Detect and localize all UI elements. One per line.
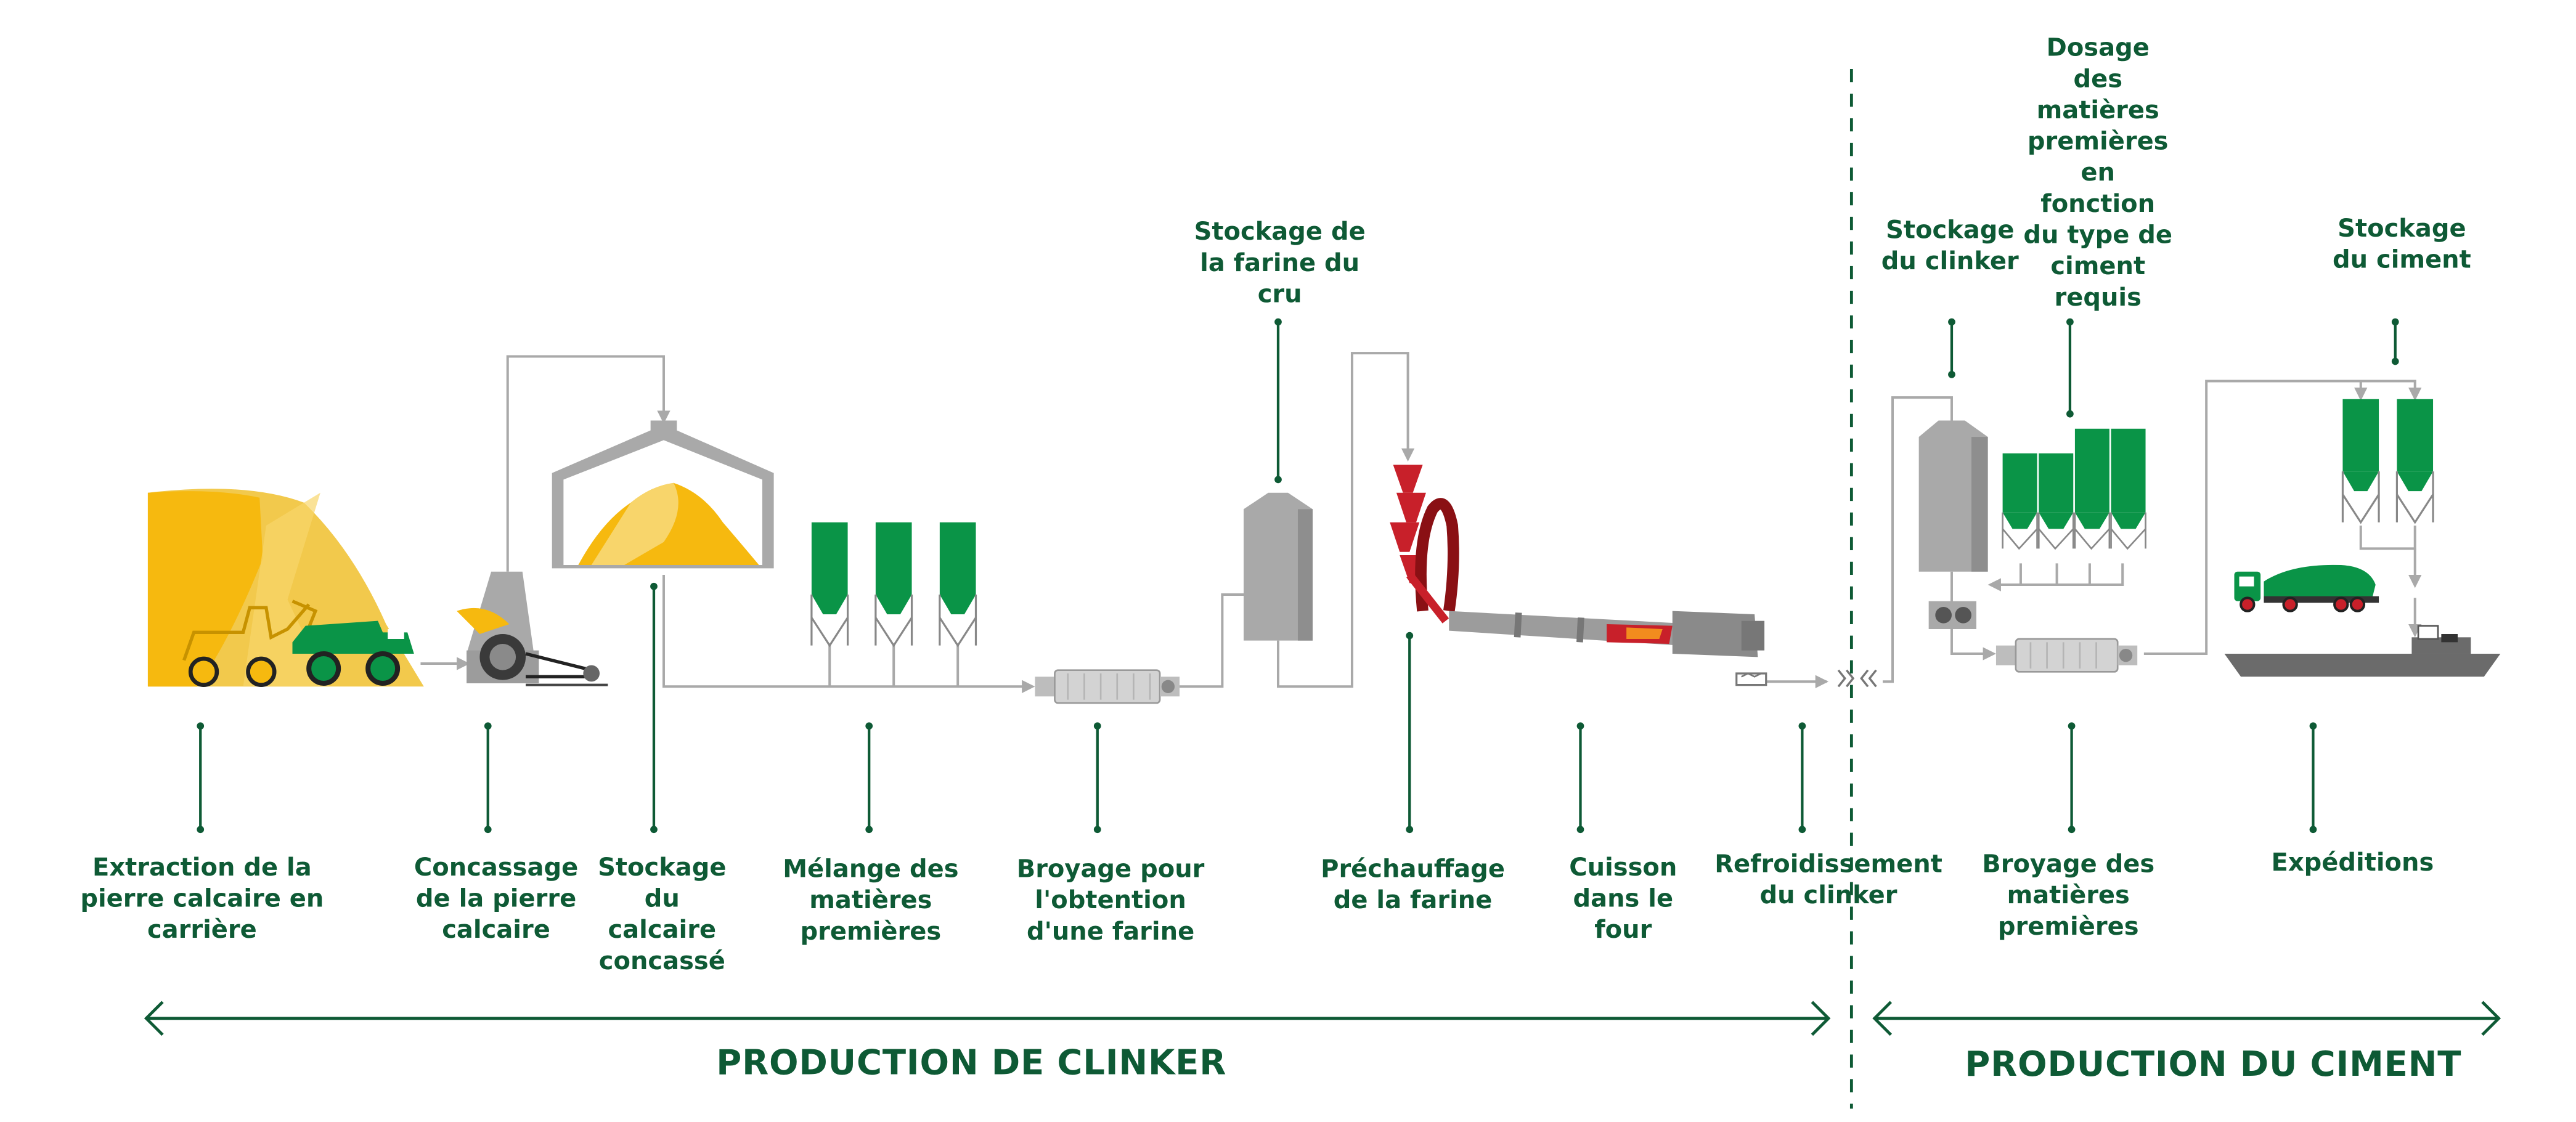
label-pointers	[199, 322, 2397, 830]
section-title-cement: PRODUCTION DU CIMENT	[1965, 1044, 2462, 1084]
limestone-storage-hall	[552, 420, 774, 569]
label-clinker-storage: Stockage du clinker	[1881, 215, 2019, 276]
cement-truck	[2234, 564, 2379, 612]
clinker-crusher	[1928, 601, 1976, 630]
clinker-silo	[1918, 420, 1988, 572]
flow-lines	[420, 352, 2416, 688]
label-clinker-cooling: Refroidissement du clinker	[1714, 849, 1942, 910]
label-shipping: Expéditions	[2271, 847, 2434, 877]
raw-mill	[1035, 669, 1180, 704]
cargo-ship	[2224, 625, 2501, 677]
cement-mill	[1995, 638, 2138, 673]
section-arrows	[144, 1001, 2501, 1036]
rotary-kiln	[1449, 611, 1765, 657]
label-raw-grinding: Broyage pour l'obtention d'une farine	[1016, 854, 1205, 946]
break-marker	[1837, 669, 1877, 688]
quarry-illustration	[147, 489, 424, 687]
label-raw-materials-mixing: Mélange des matières premières	[783, 854, 959, 946]
label-crushing: Concassage de la pierre calcaire	[414, 852, 579, 945]
label-cement-grinding: Broyage des matières premières	[1982, 849, 2155, 941]
cement-silos	[2341, 399, 2434, 524]
pointer-dots	[197, 318, 2399, 834]
clinker-cooler	[1735, 672, 1767, 686]
label-dosage: Dosage des matières premières en fonctio…	[2023, 33, 2173, 312]
label-crushed-limestone-storage: Stockage du calcaire concassé	[598, 852, 727, 976]
preheater-tower	[1390, 465, 1459, 624]
label-extraction: Extraction de la pierre calcaire en carr…	[80, 852, 324, 945]
label-cement-storage: Stockage du ciment	[2332, 213, 2471, 275]
label-raw-meal-storage: Stockage de la farine du cru	[1194, 216, 1366, 309]
dosage-silos	[2002, 428, 2146, 550]
crusher-illustration	[457, 571, 608, 686]
label-preheating: Préchauffage de la farine	[1321, 854, 1506, 915]
mix-silos	[810, 522, 977, 648]
raw-meal-silo	[1244, 492, 1313, 641]
label-kiln-burning: Cuisson dans le four	[1569, 852, 1677, 945]
section-title-clinker: PRODUCTION DE CLINKER	[716, 1043, 1227, 1083]
